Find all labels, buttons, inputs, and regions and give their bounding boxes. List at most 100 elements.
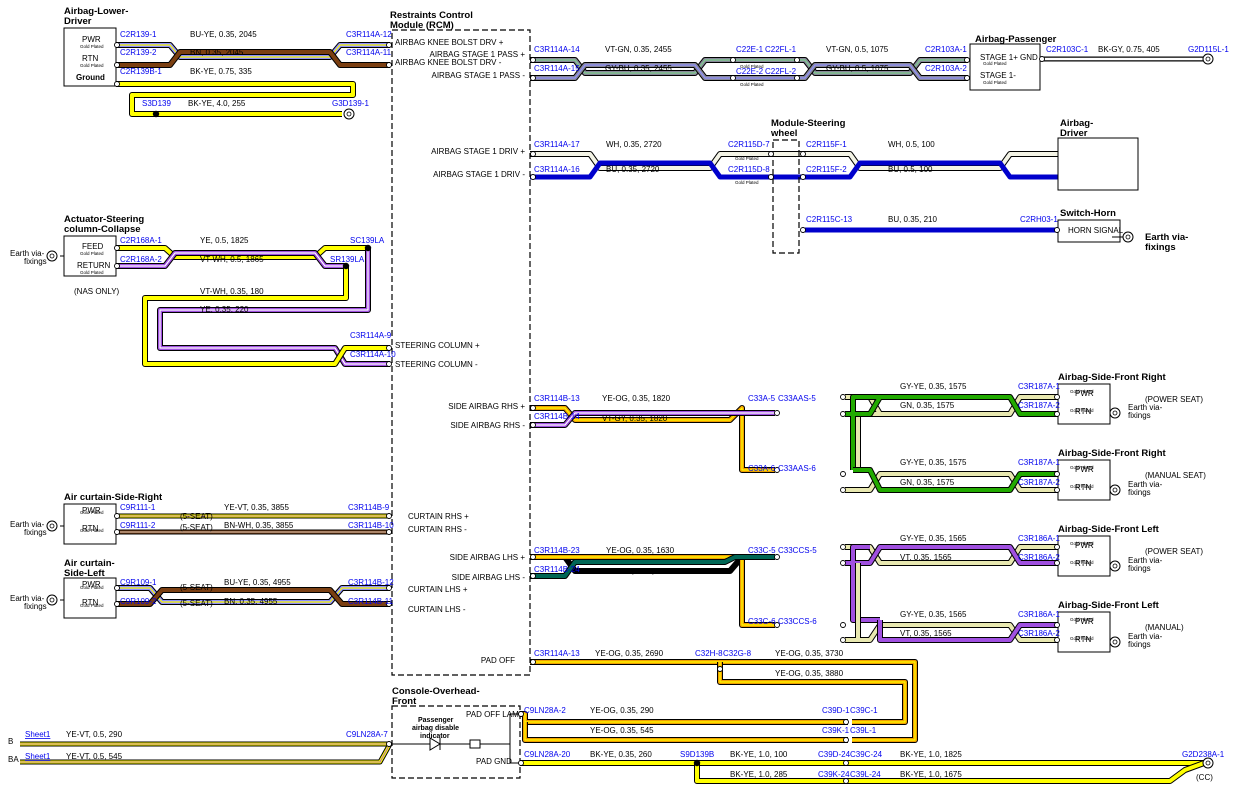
wire-label-25: BN-WH, 0.35, 3855	[224, 521, 294, 530]
pin-dot-46	[840, 544, 846, 550]
pin-dot-14	[530, 151, 536, 157]
pin-dot-25	[386, 361, 392, 367]
earth-left-label-a-1: Earth via-	[10, 594, 45, 603]
gold-plated-4: Gold Plated	[1070, 389, 1094, 394]
wire-label-32: BU-YE, 0.35, 4955	[224, 578, 291, 587]
wire-label-31: VT, 0.35, 1565	[900, 629, 952, 638]
pad-off-lamp-label: PAD OFF LAMP	[466, 710, 524, 719]
pin-dot-3	[386, 42, 392, 48]
earth-right-label-b-1: fixings	[1128, 488, 1151, 497]
wire-label-30: GY-YE, 0.35, 1565	[900, 610, 967, 619]
earth-side-fr-2-inner	[1112, 487, 1118, 493]
note-cc: (CC)	[1196, 773, 1213, 782]
connector-g2d238a-1: G2D238A-1	[1182, 750, 1225, 759]
wire-label-27: GN-BU, 0.35, 1630	[606, 567, 675, 576]
connector-c3r114a-9: C3R114A-9	[350, 331, 392, 340]
connector-labels: C2R139-1C2R139-2C2R139B-1C3R114A-12C3R11…	[25, 30, 1229, 779]
indicator-label-1: Passenger	[418, 717, 454, 724]
earth-right-label-a-1: Earth via-	[1128, 480, 1163, 489]
connector-c3r186a-1: C3R186A-1	[1018, 534, 1060, 543]
connector-c9r111-1: C9R111-1	[120, 503, 156, 512]
connector-c3r186a-1: C3R186A-1	[1018, 610, 1060, 619]
earth-knee-ground-inner	[346, 111, 352, 117]
box-pin-label-10: PWR	[82, 580, 101, 589]
wire-label-18: YE-OG, 0.35, 1820	[602, 394, 671, 403]
connector-c39k-1: C39K-1	[822, 726, 850, 735]
pin-dot-34	[1054, 394, 1060, 400]
knee-pwr-gold: Gold Plated	[80, 44, 104, 49]
curtain-right-title: Air curtain-Side-Right	[64, 492, 163, 503]
rcm-pin-8: SIDE AIRBAG RHS +	[448, 402, 525, 411]
pin-dot-58	[530, 659, 536, 665]
wire-label-40: YE-VT, 0.5, 545	[66, 752, 123, 761]
rcm-pin-5: AIRBAG STAGE 1 DRIV -	[433, 170, 525, 179]
connector-c3r187a-2: C3R187A-2	[1018, 478, 1060, 487]
connector-c2r139-2: C2R139-2	[120, 48, 157, 57]
connector-c3r114b-9: C3R114B-9	[348, 503, 390, 512]
box-pin-label-3: RTN	[1075, 483, 1092, 492]
steering-title-2: wheel	[770, 128, 797, 139]
connector-g2d115l-1: G2D115L-1	[1188, 45, 1229, 54]
sheet-ba-prefix: BA	[8, 755, 19, 764]
gold-plated-3: Gold Plated	[740, 82, 764, 87]
rcm-pin-9: SIDE AIRBAG RHS -	[450, 421, 525, 430]
pin-dot-59	[717, 666, 723, 672]
connector-c9ln28a-2: C9LN28A-2	[524, 706, 566, 715]
connector-c32g-8: C32G-8	[723, 649, 752, 658]
wire-label-23: GN, 0.35, 1575	[900, 478, 955, 487]
passenger-gold-2: Gold Plated	[983, 80, 1007, 85]
pin-dot-55	[114, 601, 120, 607]
wire-label-24: YE-VT, 0.35, 3855	[224, 503, 289, 512]
connector-c3r114b-24: C3R114B-24	[534, 565, 580, 574]
knee-title-1: Airbag-Lower-	[64, 6, 128, 17]
connector-c33a-6: C33A-6	[748, 464, 776, 473]
connector-c2r103a-2: C2R103A-2	[925, 64, 967, 73]
rcm-pin-7: STEERING COLUMN -	[395, 360, 478, 369]
pin-dot-1	[114, 62, 120, 68]
connector-c3r114b-12: C3R114B-12	[348, 578, 394, 587]
wire-label-1: BN, 0.35, 2045	[190, 48, 244, 57]
connector-c3r114b-23: C3R114B-23	[534, 546, 580, 555]
connector-g3d139-1: G3D139-1	[332, 99, 369, 108]
splice-3	[693, 759, 701, 767]
component-boxes	[63, 27, 1139, 653]
wire-label-10: BU, 0.35, 2720	[606, 165, 660, 174]
note-5seat-3: (5-SEAT)	[180, 583, 213, 592]
connector-c33a-5: C33A-5	[748, 394, 776, 403]
pin-dot-56	[386, 585, 392, 591]
note-power-seat-l: (POWER SEAT)	[1145, 547, 1203, 556]
connector-c2r115d-8: C2R115D-8	[728, 165, 770, 174]
rcm-pin-1: AIRBAG STAGE 1 PASS +	[429, 50, 525, 59]
wire-label-20: GY-YE, 0.35, 1575	[900, 382, 967, 391]
earth-passenger	[1202, 53, 1214, 65]
rcm-module: Restraints Control Module (RCM) AIRBAG K…	[390, 10, 531, 676]
side-fl-title-1: Airbag-Side-Front Left	[1058, 524, 1160, 535]
box-column	[63, 235, 117, 277]
wire-label-16: VT-WH, 0.35, 180	[200, 287, 264, 296]
earth-left-label-b-1: fixings	[24, 602, 47, 611]
earth-left-label-b-2: fixings	[24, 528, 47, 537]
connector-c3r114a-13: C3R114A-13	[534, 649, 580, 658]
wire-label-14: YE, 0.5, 1825	[200, 236, 249, 245]
box-curtain-left	[63, 577, 117, 619]
earth-side-fl-1	[1109, 560, 1121, 572]
connector-s3d139: S3D139	[142, 99, 171, 108]
earth-horn	[1122, 231, 1134, 243]
wire-label-38: YE-OG, 0.35, 545	[590, 726, 654, 735]
earth-horn-label-1: fixings	[1145, 242, 1176, 253]
gold-plated-5: Gold Plated	[1070, 408, 1094, 413]
pin-dot-11	[964, 57, 970, 63]
connector-c2r115c-13: C2R115C-13	[806, 215, 853, 224]
wire-label-35: YE-OG, 0.35, 3730	[775, 649, 844, 658]
earth-right-label-a-0: Earth via-	[1128, 403, 1163, 412]
earth-left-label-a-0: Earth via-	[10, 249, 45, 258]
rcm-pin-13: SIDE AIRBAG LHS -	[452, 573, 526, 582]
box-side-fr-manual	[1057, 459, 1111, 501]
wire-label-12: BU, 0.5, 100	[888, 165, 933, 174]
pin-dot-37	[1054, 487, 1060, 493]
gold-plated-13: Gold Plated	[80, 528, 104, 533]
knee-ground: Ground	[76, 73, 105, 82]
pin-dot-31	[840, 411, 846, 417]
pin-dot-65	[843, 760, 849, 766]
side-fl-title-2: Airbag-Side-Front Left	[1058, 600, 1160, 611]
